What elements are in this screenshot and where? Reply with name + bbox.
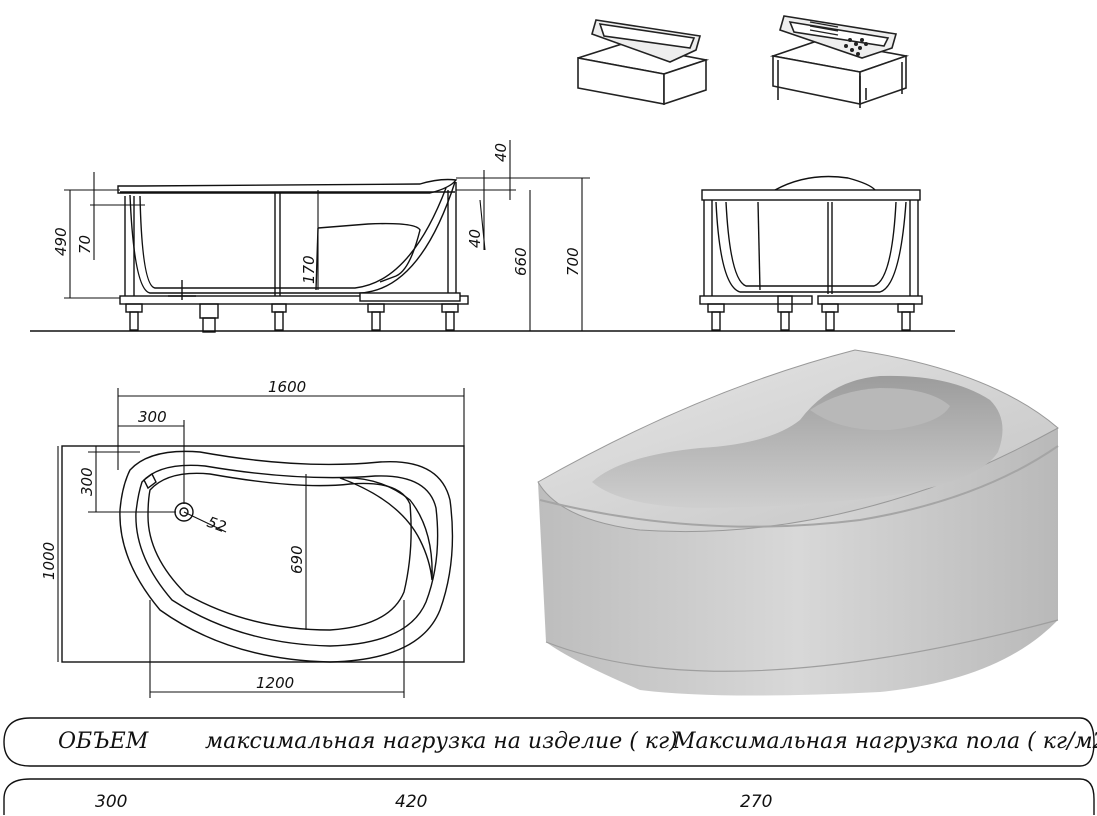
specs-header-frame <box>3 717 1095 767</box>
dim-70: 70 <box>76 235 94 254</box>
plan-view-dimensions <box>57 388 465 698</box>
dim-300-y: 300 <box>78 467 96 496</box>
plan-view <box>61 445 465 663</box>
value-max-load-product: 420 <box>395 792 428 812</box>
dim-1600: 1600 <box>268 378 306 396</box>
bathtub-3d-render <box>528 348 1068 698</box>
dim-660: 660 <box>512 247 530 276</box>
dim-52: 52 <box>205 513 229 536</box>
dim-170: 170 <box>300 255 318 284</box>
side-view-dimensions <box>64 140 590 331</box>
dim-40-mid: 40 <box>466 229 484 248</box>
dim-300-x: 300 <box>138 408 167 426</box>
specs-values-frame <box>3 778 1095 815</box>
dim-1200: 1200 <box>256 674 294 692</box>
front-view <box>699 175 923 331</box>
install-icon-panel <box>577 19 710 106</box>
dim-700: 700 <box>564 247 582 276</box>
dim-40-top: 40 <box>492 143 510 162</box>
header-max-load-floor: Максимальная нагрузка пола ( кг/м2) <box>673 729 1097 754</box>
side-view <box>117 178 469 333</box>
dim-690: 690 <box>288 545 306 574</box>
dim-490: 490 <box>52 227 70 256</box>
install-icon-frame <box>769 15 910 108</box>
header-volume: ОБЪЕМ <box>58 729 149 754</box>
header-max-load-product: максимальная нагрузка на изделие ( кг) <box>205 729 678 754</box>
dim-1000: 1000 <box>40 542 58 580</box>
value-max-load-floor: 270 <box>740 792 773 812</box>
value-volume: 300 <box>95 792 128 812</box>
